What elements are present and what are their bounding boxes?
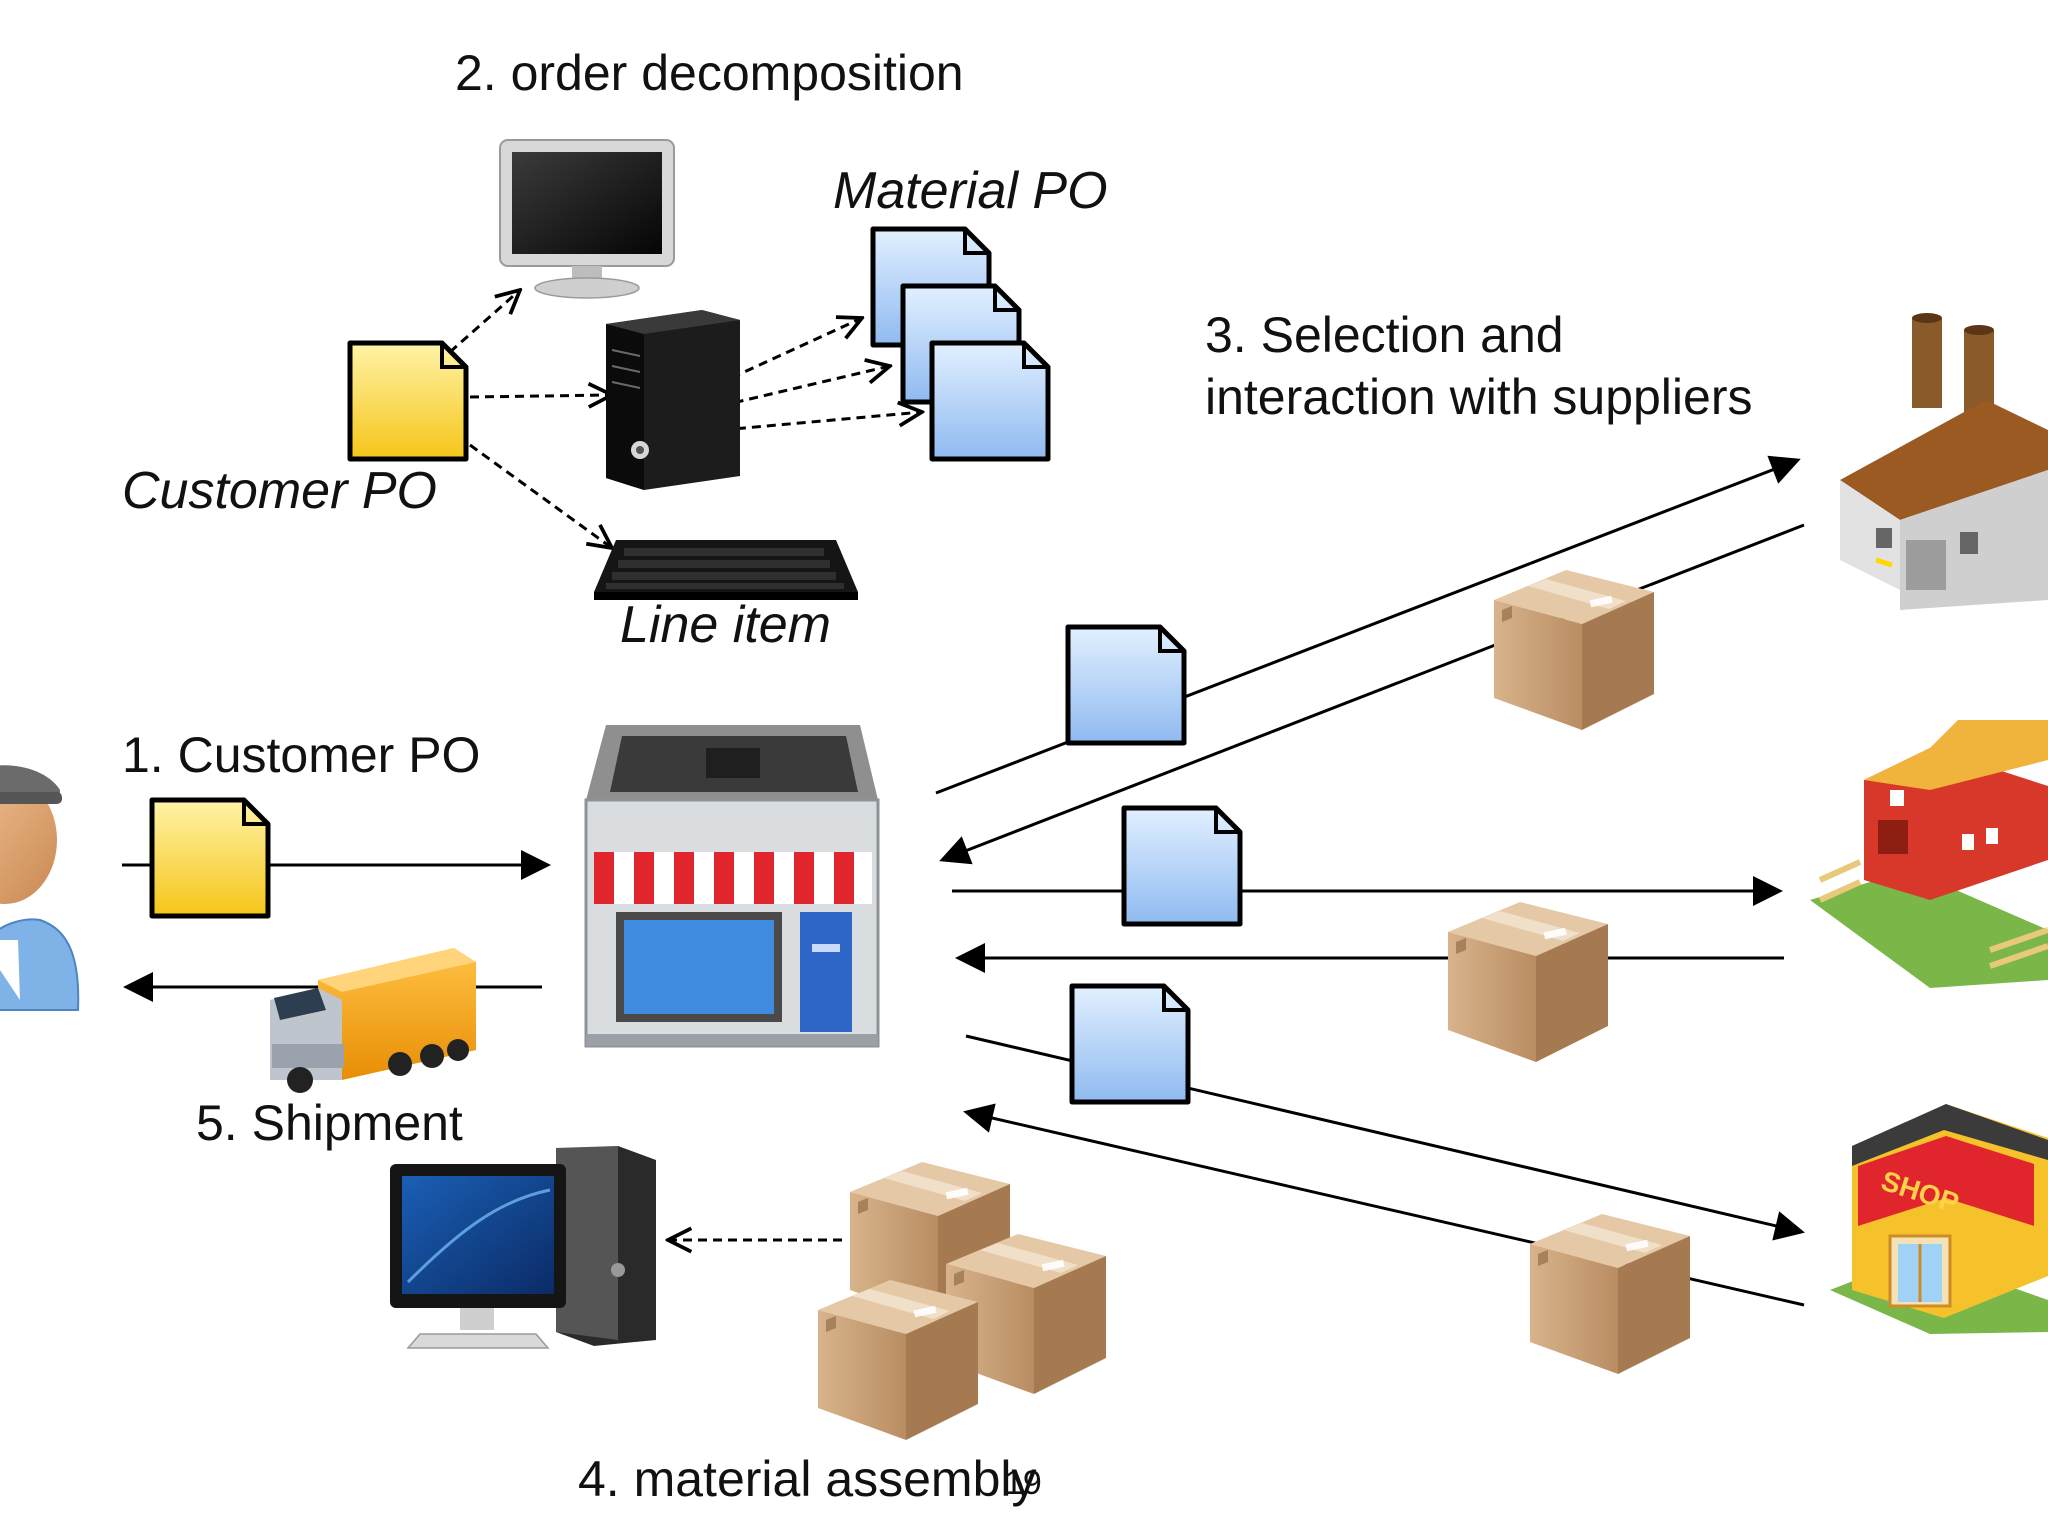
arrow-tower-to-material-2 <box>719 366 890 408</box>
customer-po-step-label: 1. Customer PO <box>122 727 480 783</box>
document-icon <box>1072 986 1188 1102</box>
page-number: 19 <box>1004 1464 1042 1502</box>
document-icon <box>1124 808 1240 924</box>
barn-icon <box>1810 720 2048 988</box>
material-po-documents <box>873 229 1048 459</box>
arrow-factory-to-store <box>939 523 1805 865</box>
arrow-po-to-monitor <box>449 290 520 354</box>
cardboard-box-icon <box>1530 1214 1690 1374</box>
arrow-tower-to-material-3 <box>721 412 922 432</box>
cardboard-box-icon <box>1494 570 1654 730</box>
material-assembly-label: 4. material assembly <box>578 1451 1037 1507</box>
customer-po-document-label: Customer PO <box>122 462 437 520</box>
cardboard-box-icon <box>818 1280 978 1440</box>
arrow-store-to-factory <box>935 455 1801 795</box>
document-icon <box>932 343 1048 459</box>
order-decomposition-label: 2. order decomposition <box>455 45 964 101</box>
document-icon <box>1068 627 1184 743</box>
customer-po-document-icon <box>350 343 466 459</box>
person-icon <box>0 765 80 1011</box>
line-item-label: Line item <box>620 596 831 654</box>
material-po-label: Material PO <box>833 162 1108 220</box>
arrow-po-to-keyboard <box>469 443 612 548</box>
cardboard-box-icon <box>1448 902 1608 1062</box>
truck-icon <box>270 948 476 1093</box>
arrow-tower-to-material-1 <box>717 318 862 386</box>
desktop-computer-icon <box>390 1146 656 1349</box>
selection-label-line1: 3. Selection and <box>1205 307 1564 363</box>
selection-label-line2: interaction with suppliers <box>1205 369 1753 425</box>
customer-po-document-icon <box>152 800 268 916</box>
arrow-po-to-tower <box>469 395 612 397</box>
shipment-label: 5. Shipment <box>196 1095 463 1151</box>
pc-tower-icon <box>606 310 740 490</box>
factory-icon <box>1840 313 2048 610</box>
monitor-icon <box>499 139 675 299</box>
shop-icon: SHOP <box>1830 1104 2048 1334</box>
keyboard-icon <box>594 540 858 600</box>
store-icon <box>584 725 880 1048</box>
labels: 2. order decomposition Material PO Custo… <box>122 45 1753 1507</box>
